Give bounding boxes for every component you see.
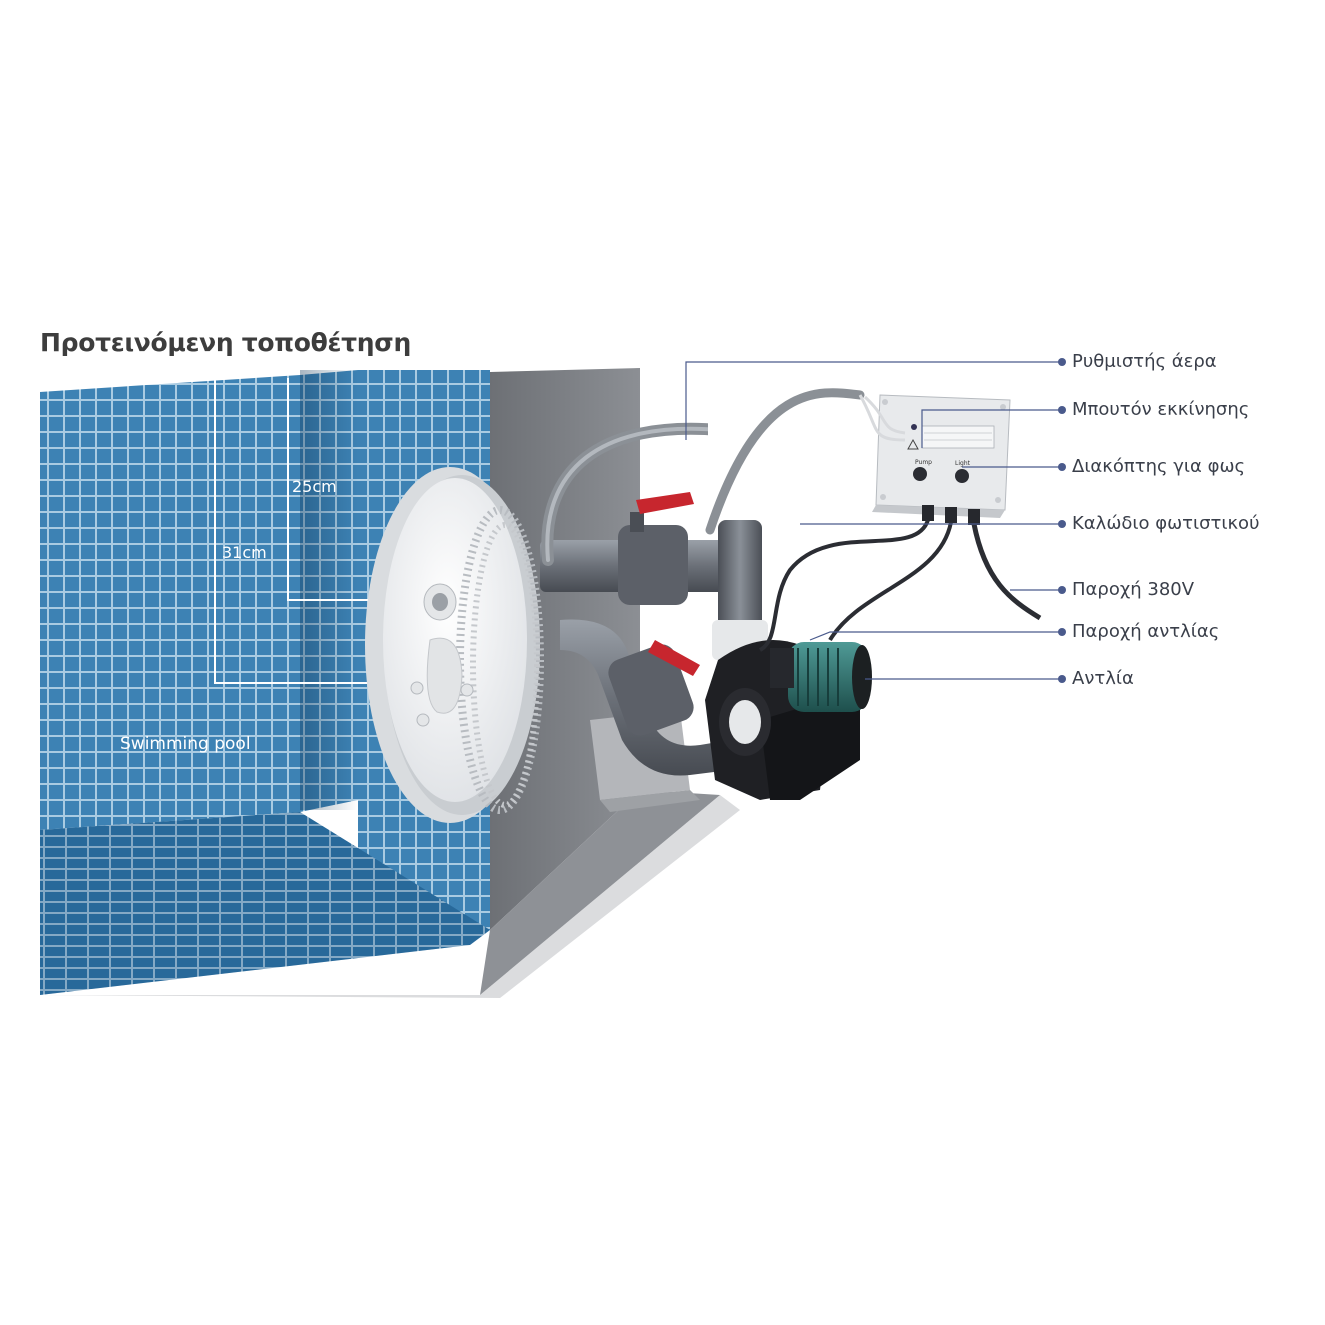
svg-text:Light: Light (955, 460, 971, 467)
power-cable (971, 523, 1042, 621)
callout-light-switch: Διακόπτης για φως (1072, 456, 1246, 477)
start-button-knob (913, 467, 927, 481)
jet-nozzle (365, 467, 544, 823)
pool-label: Swimming pool (120, 734, 251, 754)
light-cable (758, 519, 930, 652)
control-box: Pump Light (872, 394, 1011, 525)
upper-valve-handle (636, 492, 694, 514)
dim-line-31cm (214, 378, 430, 684)
callout-air-regulator: Ρυθμιστής άερα (1072, 351, 1217, 372)
callout-lines (685, 361, 1062, 680)
pump-cable (828, 521, 953, 642)
callout-start-button: Μπουτόν εκκίνησης (1072, 399, 1250, 420)
callout-dots (1058, 358, 1066, 683)
page-title: Προτεινόμενη τοποθέτηση (40, 328, 411, 357)
callout-light-cable: Καλώδιο φωτιστικού (1072, 513, 1260, 534)
pool-floor (40, 812, 490, 995)
light-switch-knob (955, 469, 969, 483)
pool-wall-tiles (40, 375, 300, 830)
callout-pump-supply: Παροχή αντλίας (1072, 621, 1220, 642)
lower-valve-handle (648, 640, 700, 676)
callout-power-380v: Παροχή 380V (1072, 579, 1195, 600)
callout-pump: Αντλία (1072, 668, 1134, 689)
control-hose (705, 388, 865, 535)
pump (705, 640, 872, 800)
dimension-31cm: 31cm (222, 543, 267, 562)
dimension-25cm: 25cm (292, 477, 337, 496)
svg-text:Pump: Pump (915, 459, 932, 466)
